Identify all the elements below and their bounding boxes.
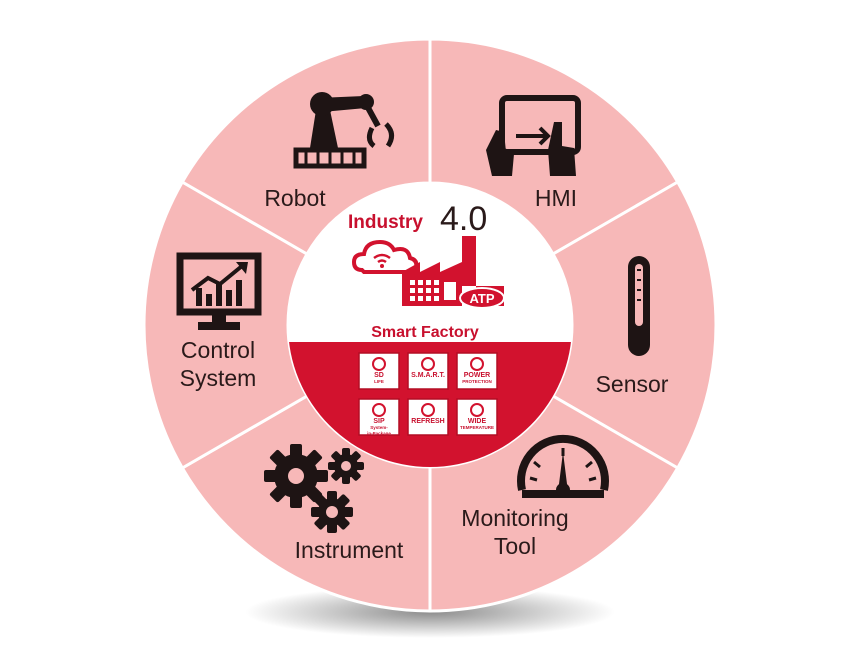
tile-smart-label: S.M.A.R.T.	[411, 372, 445, 379]
monitor-chart-icon	[176, 252, 262, 330]
gears-icon	[264, 444, 364, 533]
tile-refresh-label: REFRESH	[411, 418, 444, 425]
refresh-icon	[421, 403, 435, 417]
center-title-word: Industry	[348, 212, 423, 233]
tile-smart: S.M.A.R.T.	[407, 352, 449, 390]
atp-badge-text: ATP	[469, 291, 494, 306]
segment-label-hmi: HMI	[535, 185, 577, 211]
life-chip-icon	[372, 357, 386, 371]
power-protection-icon	[470, 357, 484, 371]
gauge-icon	[517, 434, 609, 498]
wide-temp-icon	[470, 403, 484, 417]
atp-badge	[459, 287, 505, 309]
touchscreen-hands-icon	[486, 95, 581, 176]
smart-monitor-icon	[421, 357, 435, 371]
robot-arm-icon	[293, 92, 394, 169]
sip-icon	[372, 403, 386, 417]
segment-label-instrument: Instrument	[295, 537, 404, 563]
segment-label-robot: Robot	[264, 185, 326, 211]
thermometer-sensor-icon	[628, 256, 650, 356]
segment-label-sensor: Sensor	[596, 371, 669, 397]
smart-factory-label: Smart Factory	[371, 324, 479, 341]
tile-refresh: REFRESH	[407, 398, 449, 436]
factory-icon	[402, 236, 505, 309]
center-title-version: 4.0	[440, 200, 487, 238]
